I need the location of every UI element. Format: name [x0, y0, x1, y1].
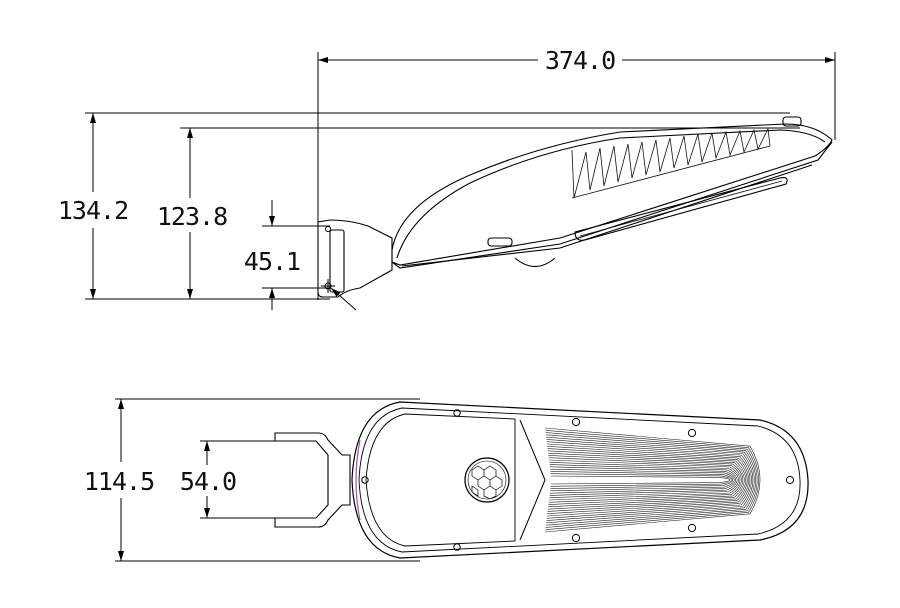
screw-hole — [361, 476, 369, 484]
side-latch — [487, 237, 513, 247]
led-chevron-array — [544, 427, 761, 533]
motion-sensor-icon — [464, 457, 510, 503]
top-housing-inner — [358, 407, 801, 553]
body-height-dimension: 123.8 — [157, 202, 227, 231]
screw-hole — [687, 428, 697, 438]
led-chevron-line — [548, 459, 741, 501]
housing-lower-rim-2 — [401, 164, 813, 267]
led-chevron-line — [549, 461, 739, 499]
led-chevron-line — [545, 434, 756, 526]
pivot-leader — [330, 287, 357, 311]
housing-outline — [391, 123, 833, 266]
top-housing-outline — [351, 401, 809, 559]
cooling-fins — [571, 127, 771, 199]
bracket-hole-top — [325, 226, 331, 232]
led-chevron-line — [545, 432, 758, 528]
led-chevron-line — [546, 439, 754, 521]
bracket-slot — [329, 229, 345, 293]
led-chevron-line — [546, 436, 755, 524]
led-chevron-line — [550, 471, 734, 489]
screw-hole — [453, 543, 461, 551]
led-chevron-line — [550, 468, 735, 492]
housing-lower-rim — [391, 141, 833, 269]
led-chevron-line — [547, 448, 748, 512]
screw-hole — [571, 533, 581, 543]
led-chevron-line — [550, 473, 732, 487]
side-view: 374.0 134.2 123.8 45.1 — [58, 46, 836, 311]
housing-inner-outline — [396, 129, 826, 259]
top-view: 114.5 54.0 — [84, 398, 809, 562]
width-dimension: 114.5 — [84, 467, 154, 496]
lens — [574, 177, 788, 241]
screw-hole — [453, 409, 461, 417]
led-chevron-line — [544, 427, 761, 533]
led-chevron-line — [545, 429, 759, 531]
side-sensor-dome — [514, 257, 556, 268]
lens-line — [579, 180, 783, 237]
screw-hole — [687, 523, 697, 533]
led-chevron-line — [548, 457, 742, 503]
led-chevron-line — [546, 443, 751, 517]
mounting-bracket — [317, 219, 393, 298]
top-housing-accent-edge — [355, 439, 361, 521]
led-panel-left-edge — [519, 419, 546, 541]
led-chevron-line — [549, 466, 737, 494]
led-chevron-line — [548, 455, 744, 505]
screw-hole — [785, 475, 795, 485]
led-chevron-line — [547, 445, 749, 515]
length-dimension: 374.0 — [545, 46, 615, 75]
led-chevron-line — [549, 464, 738, 496]
bracket-width-dimension: 54.0 — [180, 467, 236, 496]
mount-height-dimension: 45.1 — [244, 247, 300, 276]
top-knob — [782, 116, 802, 127]
top-bracket — [274, 432, 351, 528]
screw-hole — [571, 417, 581, 427]
top-cover-panel — [365, 413, 516, 547]
led-chevron-line — [548, 452, 745, 508]
led-chevron-line — [547, 450, 747, 510]
total-height-dimension: 134.2 — [58, 196, 128, 225]
screw-holes — [361, 409, 795, 551]
led-chevron-line — [550, 475, 731, 485]
led-chevron-line — [546, 441, 752, 519]
